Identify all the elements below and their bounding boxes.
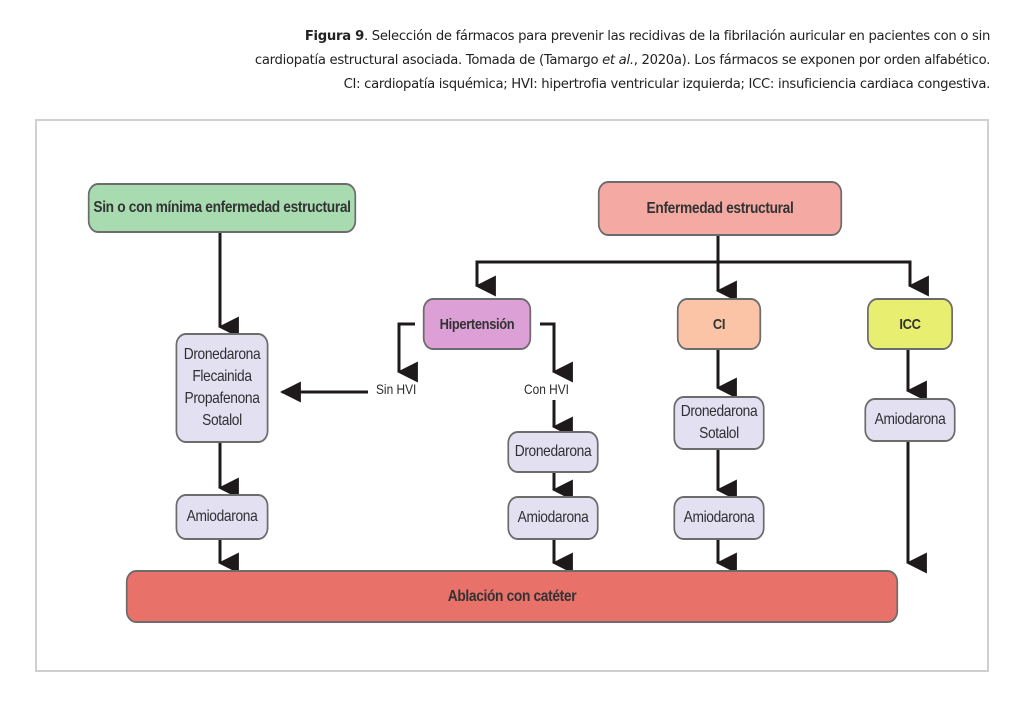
arrow-htn-sin-hvi bbox=[396, 322, 418, 383]
node-ci-amiodarone: Amiodarona bbox=[673, 496, 765, 540]
node-ci: CI bbox=[676, 298, 762, 350]
figure-label: Figura 9 bbox=[304, 29, 364, 44]
connector-branch-bar bbox=[474, 260, 929, 297]
label-sin-hvi: Sin HVI bbox=[376, 381, 417, 397]
caption-line-1: Figura 9. Selección de fármacos para pre… bbox=[304, 29, 990, 44]
arrow-htn-con-hvi bbox=[540, 322, 573, 383]
node-icc-amiodarone: Amiodarona bbox=[864, 398, 956, 442]
caption-line-2: cardiopatía estructural asociada. Tomada… bbox=[254, 53, 990, 68]
figure-caption: Figura 9. Selección de fármacos para pre… bbox=[90, 25, 990, 97]
label-con-hvi: Con HVI bbox=[524, 381, 569, 397]
node-catheter-ablation: Ablación con catéter bbox=[125, 570, 899, 623]
node-structural-disease: Enfermedad estructural bbox=[597, 181, 843, 236]
node-left-drugs: Dronedarona Flecainida Propafenona Sotal… bbox=[175, 333, 269, 443]
node-hvi-amiodarone: Amiodarona bbox=[507, 496, 599, 540]
node-no-structural-disease: Sin o con mínima enfermedad estructural bbox=[87, 183, 357, 233]
node-ci-drugs: Dronedarona Sotalol bbox=[673, 396, 765, 450]
node-hvi-dronedarone: Dronedarona bbox=[507, 431, 599, 473]
node-left-amiodarone: Amiodarona bbox=[175, 494, 269, 540]
node-hypertension: Hipertensión bbox=[422, 298, 532, 350]
caption-line-3: CI: cardiopatía isquémica; HVI: hipertro… bbox=[343, 77, 991, 92]
node-icc: ICC bbox=[867, 298, 953, 350]
